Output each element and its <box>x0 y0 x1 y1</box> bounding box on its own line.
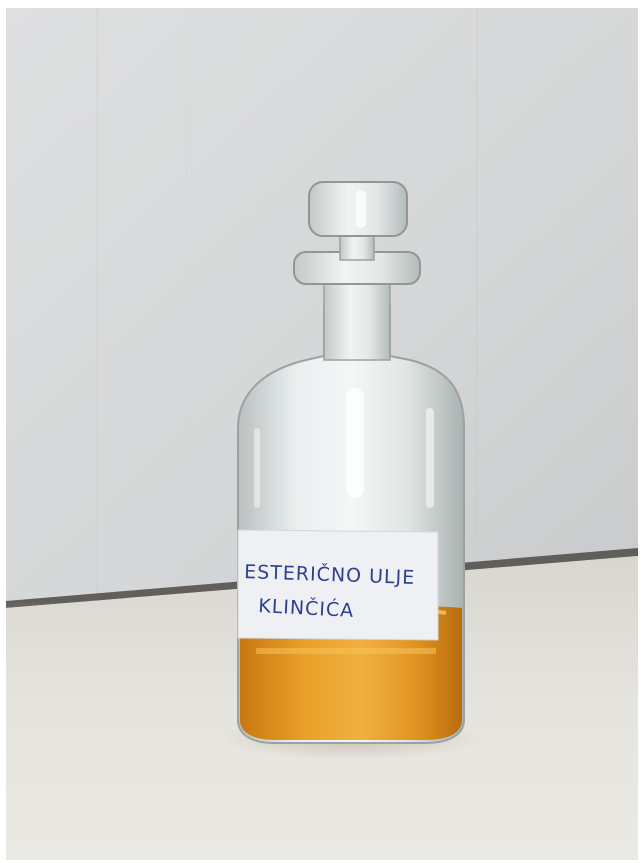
glass-highlight-left <box>254 428 260 508</box>
bottle-label: ESTERIČNO ULJE KLINČIĆA <box>237 529 439 641</box>
glass-highlight-side <box>426 408 434 508</box>
wall-texture <box>96 8 567 603</box>
glass-highlight-main <box>346 388 364 498</box>
label-paper <box>237 529 439 641</box>
photo-scene: ESTERIČNO ULJE KLINČIĆA <box>6 8 638 860</box>
liquid-reflection <box>256 648 436 654</box>
glass-bottle: ESTERIČNO ULJE KLINČIĆA <box>237 181 465 744</box>
photo-frame: ESTERIČNO ULJE KLINČIĆA <box>6 8 638 860</box>
stopper-highlight <box>356 190 366 228</box>
bottle-neck <box>323 277 391 361</box>
